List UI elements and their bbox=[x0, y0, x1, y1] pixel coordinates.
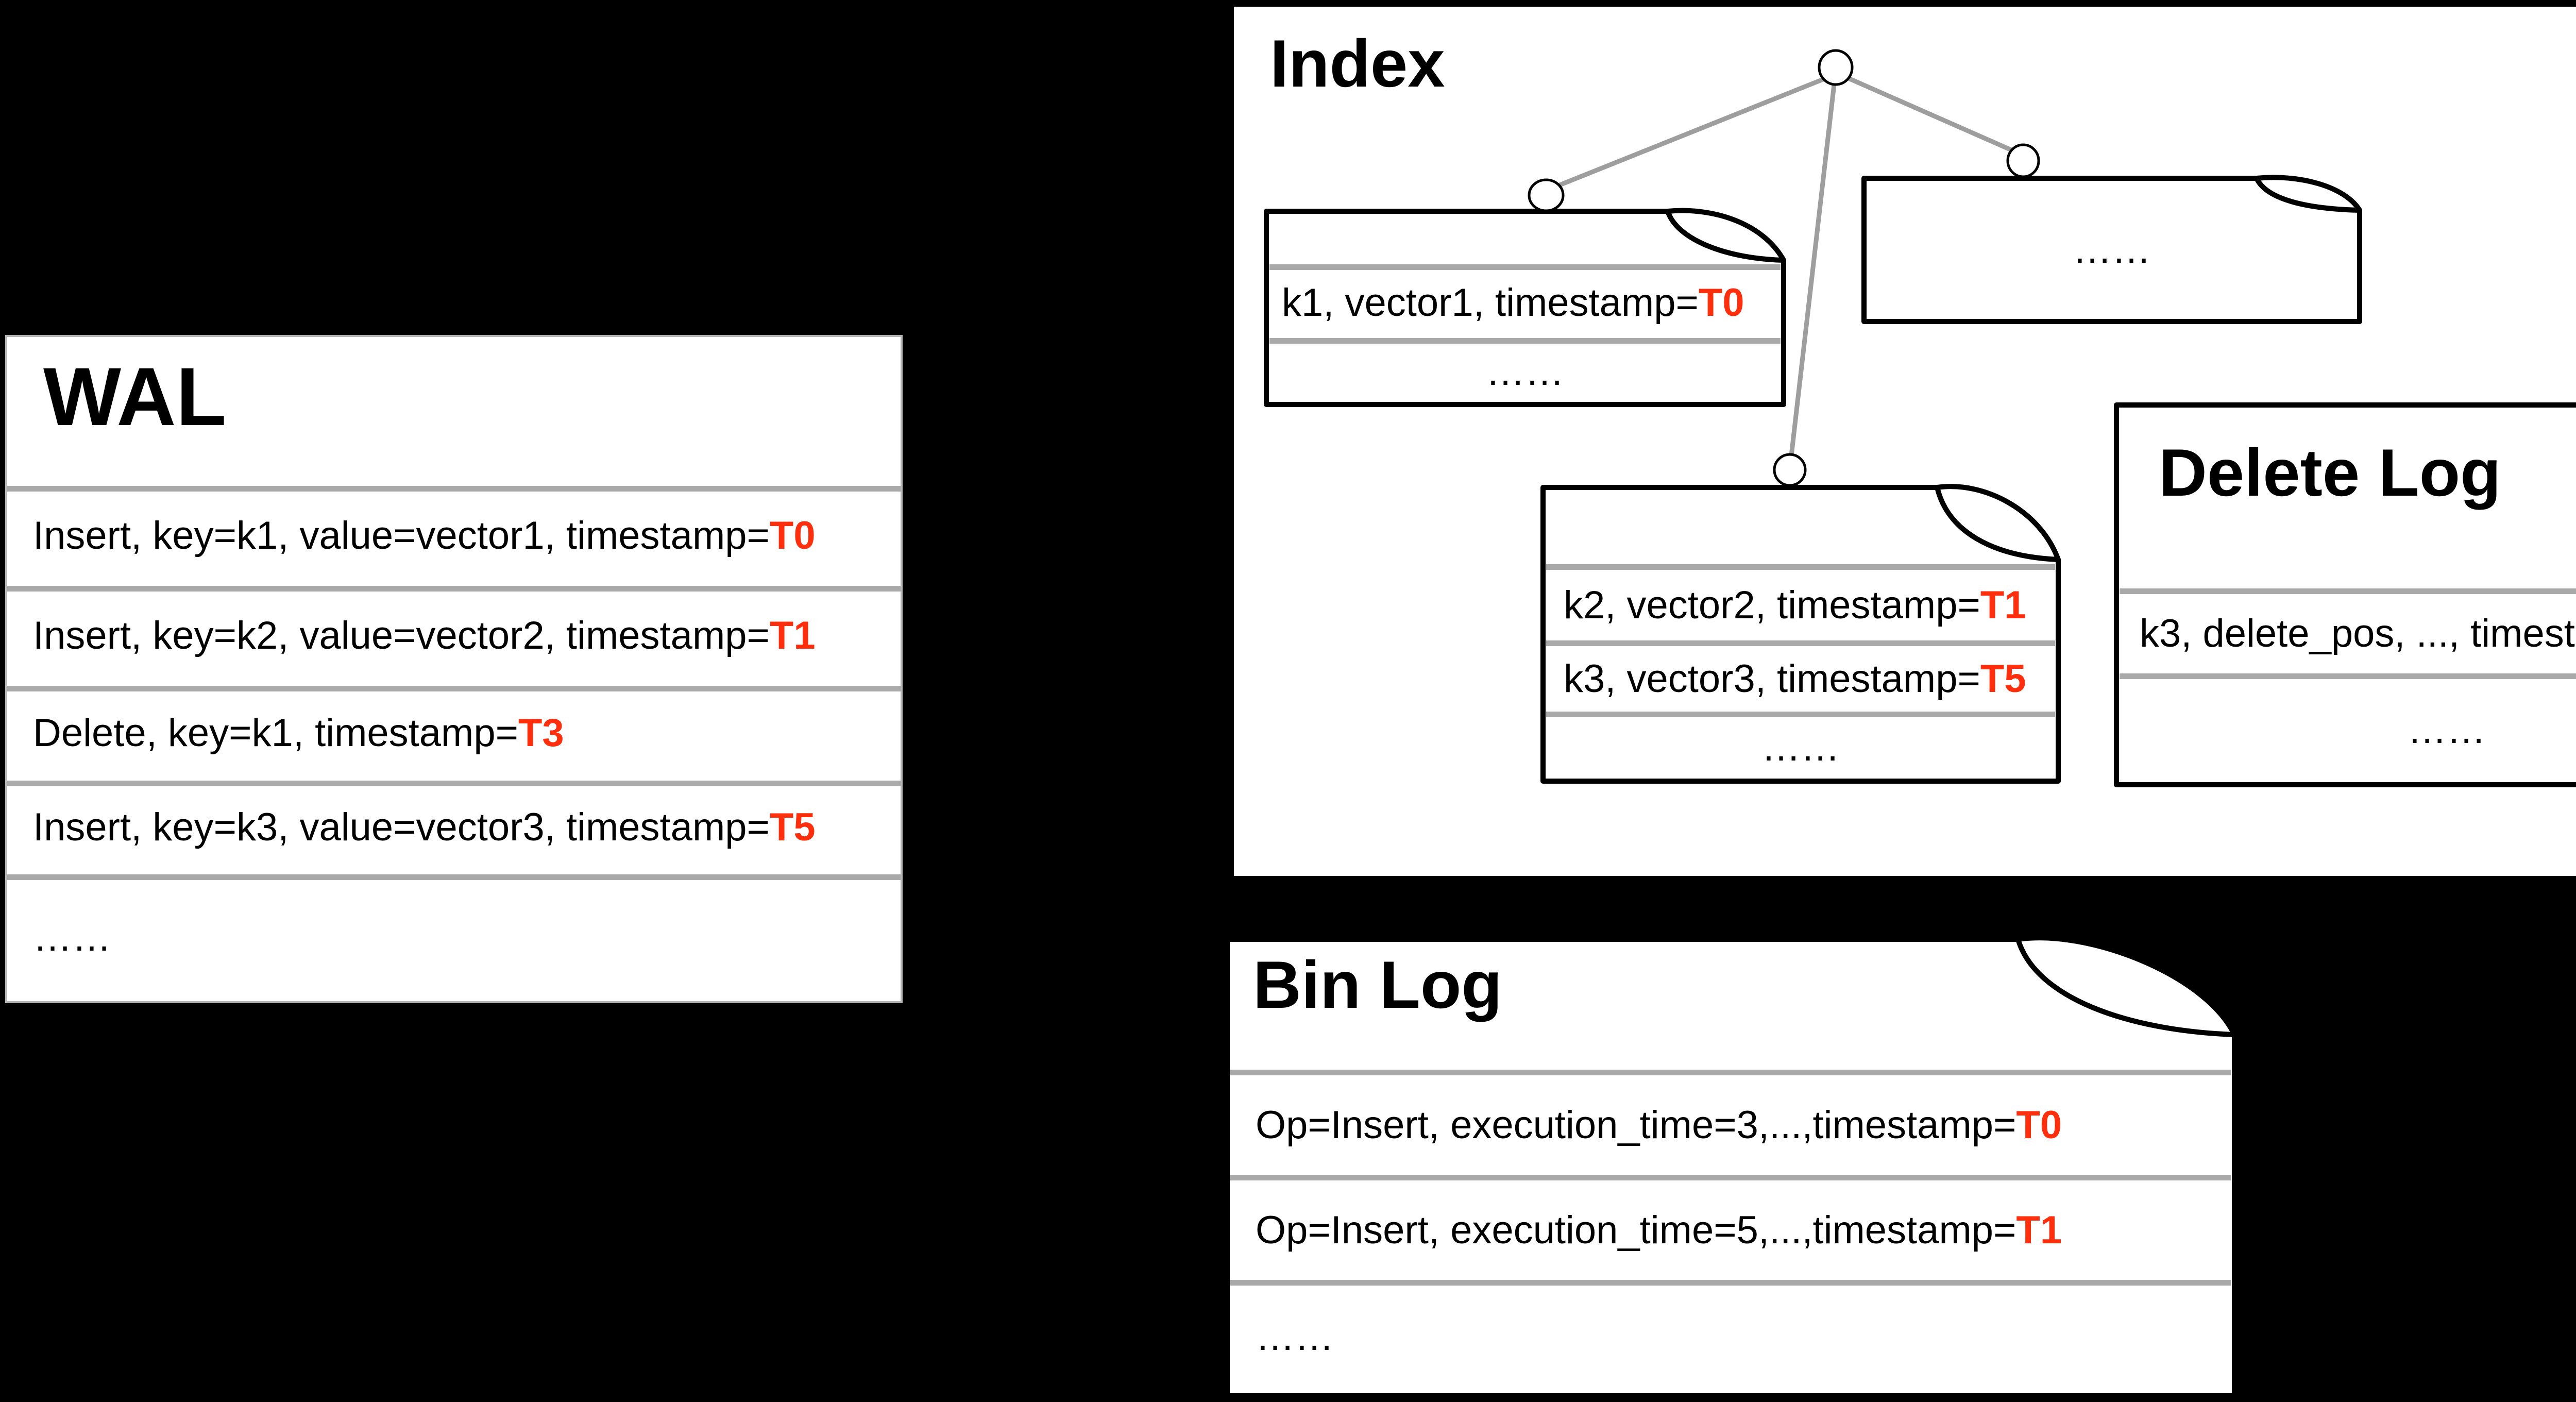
delete-log-title: Delete Log bbox=[2159, 435, 2501, 510]
k2-doc-row: …… bbox=[1543, 717, 2058, 778]
bin-log-divider bbox=[1230, 1070, 2231, 1075]
k1-row-text: k1, vector1, timestamp= bbox=[1282, 281, 1699, 325]
more-doc-row: …… bbox=[1864, 178, 2360, 322]
k1-row-text: …… bbox=[1486, 350, 1564, 394]
wal-row-timestamp: T0 bbox=[769, 514, 816, 558]
delete-log-row-text: …… bbox=[2408, 708, 2486, 752]
delete-log-row-text: k3, delete_pos, ..., timestamp= bbox=[2140, 612, 2576, 655]
wal-row: Insert, key=k3, value=vector3, timestamp… bbox=[7, 781, 901, 874]
wal-divider bbox=[7, 781, 901, 786]
k1-doc-row: …… bbox=[1266, 343, 1784, 401]
doc-fold-bin-log bbox=[2015, 938, 2235, 1037]
wal-row-text: Delete, key=k1, timestamp= bbox=[33, 711, 518, 755]
k2-doc-divider bbox=[1546, 564, 2055, 570]
delete-log-row: k3, delete_pos, ..., timestamp=T3 bbox=[2116, 594, 2576, 673]
wal-row: …… bbox=[7, 874, 901, 1001]
wal-row-text: Insert, key=k2, value=vector2, timestamp… bbox=[33, 614, 770, 657]
k2-doc-row: k3, vector3, timestamp=T5 bbox=[1543, 646, 2058, 712]
wal-row: Insert, key=k2, value=vector2, timestamp… bbox=[7, 586, 901, 686]
bin-log-row-timestamp: T1 bbox=[2016, 1208, 2062, 1252]
k1-doc-row: k1, vector1, timestamp=T0 bbox=[1266, 268, 1784, 338]
bin-log-row: Op=Insert, execution_time=5,...,timestam… bbox=[1227, 1180, 2234, 1280]
k2-doc-row: k2, vector2, timestamp=T1 bbox=[1543, 570, 2058, 640]
bin-log-row-timestamp: T0 bbox=[2016, 1103, 2062, 1147]
k1-doc-divider bbox=[1269, 338, 1781, 344]
k2-doc-divider bbox=[1546, 640, 2055, 646]
wal-row: Delete, key=k1, timestamp=T3 bbox=[7, 686, 901, 781]
wal-row-text: Insert, key=k1, value=vector1, timestamp… bbox=[33, 514, 770, 558]
bin-log-divider bbox=[1230, 1175, 2231, 1180]
index-title: Index bbox=[1270, 26, 1445, 101]
k2-row-text: k2, vector2, timestamp= bbox=[1564, 583, 1980, 627]
wal-divider bbox=[7, 686, 901, 691]
k1-doc-divider bbox=[1269, 264, 1781, 270]
bin-log-row-text: …… bbox=[1256, 1315, 1334, 1359]
bin-log-row: …… bbox=[1227, 1286, 2234, 1389]
k1-row-timestamp: T0 bbox=[1698, 281, 1744, 325]
delete-log-row: …… bbox=[2116, 679, 2576, 781]
delete-log-divider bbox=[2120, 673, 2576, 679]
wal-row-timestamp: T3 bbox=[518, 711, 564, 755]
k2-row-timestamp: T1 bbox=[1980, 583, 2026, 627]
wal-title: WAL bbox=[43, 350, 227, 443]
wal-box: WAL Insert, key=k1, value=vector1, times… bbox=[5, 335, 903, 1003]
wal-row-timestamp: T5 bbox=[769, 805, 816, 849]
bin-log-divider bbox=[1230, 1280, 2231, 1286]
wal-divider bbox=[7, 486, 901, 492]
bin-log-row-text: Op=Insert, execution_time=3,...,timestam… bbox=[1256, 1103, 2016, 1147]
wal-divider bbox=[7, 874, 901, 880]
wal-divider bbox=[7, 586, 901, 592]
k2-row-text: …… bbox=[1761, 725, 1840, 769]
delete-log-divider bbox=[2120, 588, 2576, 594]
wal-row-text: …… bbox=[33, 916, 111, 959]
wal-row: Insert, key=k1, value=vector1, timestamp… bbox=[7, 486, 901, 586]
wal-row-timestamp: T1 bbox=[769, 614, 816, 657]
bin-log-row-text: Op=Insert, execution_time=5,...,timestam… bbox=[1256, 1208, 2016, 1252]
k2-doc-divider bbox=[1546, 712, 2055, 717]
bin-log-row: Op=Insert, execution_time=3,...,timestam… bbox=[1227, 1075, 2234, 1175]
wal-row-text: Insert, key=k3, value=vector3, timestamp… bbox=[33, 805, 770, 849]
bin-log-title: Bin Log bbox=[1253, 947, 1502, 1022]
k2-row-timestamp: T5 bbox=[1980, 656, 2026, 701]
k2-row-text: k3, vector3, timestamp= bbox=[1564, 656, 1980, 701]
more-doc-text: …… bbox=[2073, 228, 2151, 272]
